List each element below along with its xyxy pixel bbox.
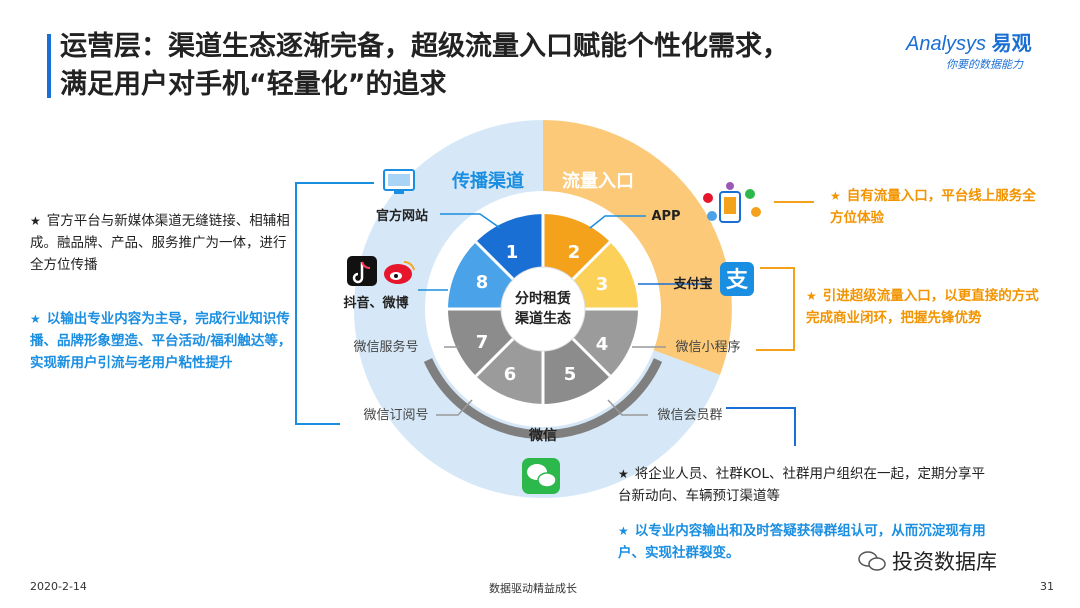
title-line-1: 运营层：渠道生态逐渐完备，超级流量入口赋能个性化需求， [60,31,789,62]
center-label-2: 渠道生态 [514,310,571,327]
connector-app [589,215,646,229]
title-accent-bar [47,34,51,98]
right-point-2: ★引进超级流量入口，以更直接的方式完成商业闭环，把握先锋优势 [806,285,1042,329]
connector-official-site [440,213,501,229]
footer-page-number: 31 [1040,580,1054,593]
right-star-1: ★ [830,189,841,203]
douyin-icon [347,256,377,286]
left-point-1-text: 官方平台与新媒体渠道无缝链接、相辅相成。融品牌、产品、服务推广为一体，进行全方位… [30,213,290,273]
left-bracket [295,182,374,425]
website-monitor-icon [383,169,415,194]
label-wechat-sub: 微信订阅号 [363,408,428,423]
app-icon-cluster [703,182,761,223]
label-wechat-service: 微信服务号 [353,339,418,355]
brand-tagline: 你要的数据能力 [946,58,1023,71]
label-douyin-weibo: 抖音、微博 [343,295,408,311]
right-star-2: ★ [806,289,817,303]
alipay-icon: 支 [720,262,754,296]
svg-text:支: 支 [726,268,749,293]
footer-date: 2020-2-14 [30,580,87,593]
segment-label-5: 5 [564,364,577,385]
title-line-2: 满足用户对手机“轻量化”的追求 [60,69,447,100]
label-official-site: 官方网站 [376,208,428,224]
wechat-watermark-icon [858,551,886,571]
bottom-point-1-text: 将企业人员、社群KOL、社群用户组织在一起，定期分享平台新动向、车辆预订渠道等 [618,466,986,504]
left-star-1: ★ [30,214,41,228]
bottom-star-2: ★ [618,524,629,538]
segment-label-4: 4 [596,334,609,355]
logo-cn: 易观 [991,33,1032,55]
left-star-2: ★ [30,312,41,326]
right-point-1: ★自有流量入口，平台线上服务全方位体验 [830,185,1040,229]
label-wechat-group: 微信会员群 [657,408,722,423]
bottom-point-2-text: 以专业内容输出和及时答疑获得群组认可，从而沉淀现有用户、实现社群裂变。 [618,523,986,561]
footer-slogan: 数据驱动精益成长 [489,582,577,595]
page-title: 运营层：渠道生态逐渐完备，超级流量入口赋能个性化需求， 满足用户对手机“轻量化”… [60,28,940,104]
label-app: APP [651,209,680,224]
right-bracket-mid [756,267,795,351]
connector-wechat-sub [436,399,473,416]
left-point-2: ★以输出专业内容为主导，完成行业知识传播、品牌形象塑造、平台活动/福利触达等，实… [30,308,292,374]
gray-arc [423,358,663,439]
segment-label-7: 7 [476,332,489,353]
bottom-point-2: ★以专业内容输出和及时答疑获得群组认可，从而沉淀现有用户、实现社群裂变。 [618,520,998,564]
left-point-1: ★官方平台与新媒体渠道无缝链接、相辅相成。融品牌、产品、服务推广为一体，进行全方… [30,210,292,276]
center-label-1: 分时租赁 [515,290,571,307]
brand-logo: Analysys 易观 你要的数据能力 [906,27,1066,71]
weibo-icon [384,260,415,284]
label-alipay: 支付宝 [672,276,712,292]
segment-label-8: 8 [476,272,489,293]
segment-label-6: 6 [504,364,517,385]
right-point-2-text: 引进超级流量入口，以更直接的方式完成商业闭环，把握先锋优势 [806,288,1039,326]
wechat-watermark: 投资数据库 [858,546,997,576]
bottom-point-1: ★将企业人员、社群KOL、社群用户组织在一起，定期分享平台新动向、车辆预订渠道等 [618,463,990,507]
left-point-2-text: 以输出专业内容为主导，完成行业知识传播、品牌形象塑造、平台活动/福利触达等，实现… [30,311,292,371]
label-wechat: 微信 [528,427,557,444]
segment-label-1: 1 [506,242,519,263]
connector-wechat-group [607,399,648,416]
segment-label-2: 2 [568,242,581,263]
wechat-icon [522,458,560,494]
right-ring-header: 流量入口 [562,170,634,192]
logo-text: nalysys [919,33,987,55]
bottom-star-1: ★ [618,467,629,481]
label-wechat-mini: 微信小程序 [675,340,740,355]
right-point-1-text: 自有流量入口，平台线上服务全方位体验 [830,188,1036,226]
left-ring-header: 传播渠道 [451,170,524,192]
logo-initial: A [906,33,920,55]
center-circle [500,266,586,352]
bottom-bracket [726,407,796,446]
segment-label-3: 3 [596,274,609,295]
watermark-text: 投资数据库 [892,550,997,574]
